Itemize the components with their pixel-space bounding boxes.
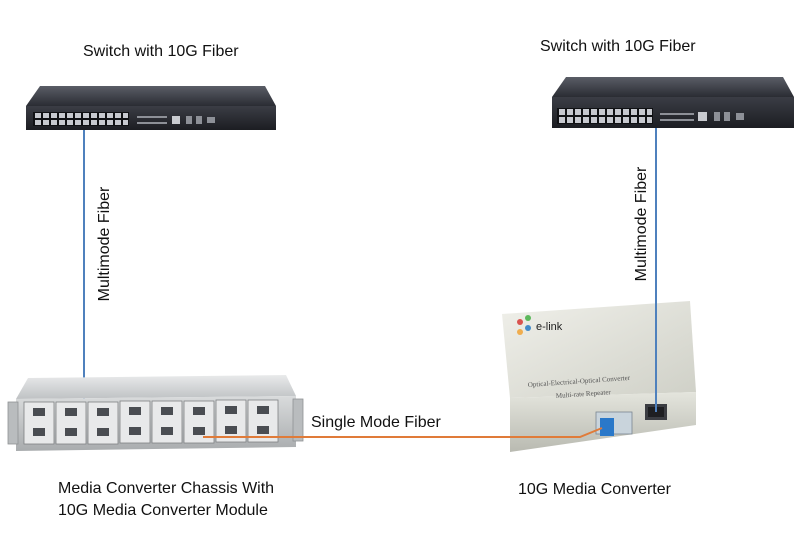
e-link-brand-text: e-link xyxy=(536,321,563,333)
single-mode-fiber-label: Single Mode Fiber xyxy=(311,414,441,431)
media-converter-chassis-device xyxy=(7,375,304,451)
switch-right-device xyxy=(552,77,794,128)
switch-right-label: Switch with 10G Fiber xyxy=(540,38,696,55)
chassis-caption: Media Converter Chassis With 10G Media C… xyxy=(58,478,274,522)
chassis-caption-line2: 10G Media Converter Module xyxy=(58,502,268,519)
converter-panel-text-2: Multi-rate Repeater xyxy=(556,388,612,400)
converter-caption: 10G Media Converter xyxy=(518,481,671,498)
switch-left-label: Switch with 10G Fiber xyxy=(83,43,239,60)
multimode-fiber-left-label: Multimode Fiber xyxy=(96,186,113,302)
multimode-fiber-right-label: Multimode Fiber xyxy=(633,166,650,282)
switch-left-device xyxy=(26,86,276,130)
e-link-logo: e-link xyxy=(517,315,563,335)
chassis-caption-line1: Media Converter Chassis With xyxy=(58,480,275,497)
single-mode-fiber-line xyxy=(203,427,603,438)
